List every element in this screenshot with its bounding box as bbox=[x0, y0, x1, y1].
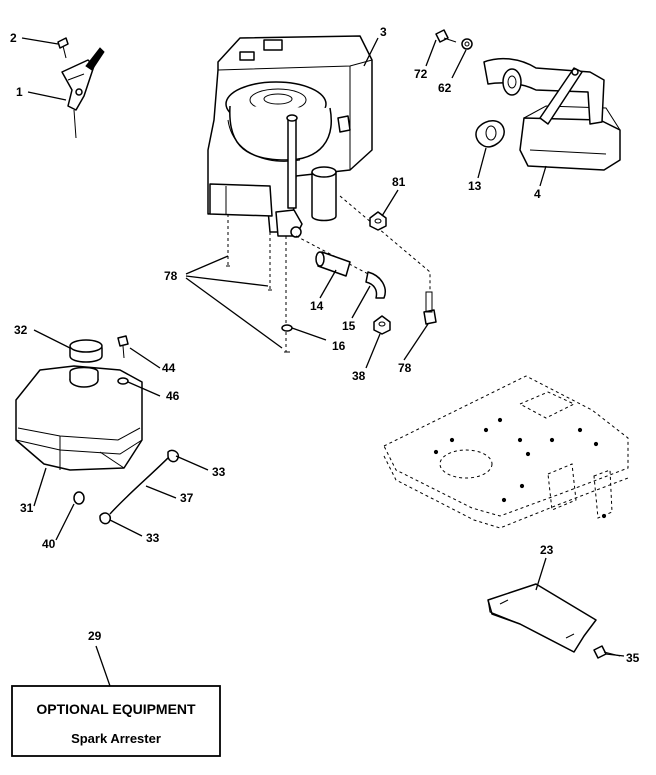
callout-2: 2 bbox=[10, 31, 17, 45]
engine-mounting-plate-part bbox=[383, 375, 629, 529]
callout-31: 31 bbox=[20, 501, 34, 515]
callout-62: 62 bbox=[438, 81, 452, 95]
muffler-part bbox=[483, 57, 621, 171]
bolt-78-part bbox=[423, 291, 437, 325]
callout-40: 40 bbox=[42, 537, 56, 551]
heat-shield-23-part bbox=[487, 583, 597, 653]
callout-44: 44 bbox=[162, 361, 176, 375]
callout-78-engine: 78 bbox=[164, 269, 178, 283]
callout-23: 23 bbox=[540, 543, 554, 557]
engine-part bbox=[207, 35, 373, 238]
fuel-line-37-part bbox=[109, 455, 171, 515]
callout-13: 13 bbox=[468, 179, 482, 193]
pipe-14-part bbox=[315, 251, 351, 277]
fuel-tank-part bbox=[15, 365, 143, 471]
fuel-cap-32-part bbox=[69, 339, 103, 363]
callout-46: 46 bbox=[166, 389, 180, 403]
callout-labels: 2 1 3 72 62 13 4 81 78 14 15 16 38 78 32… bbox=[10, 25, 640, 665]
callout-1: 1 bbox=[16, 85, 23, 99]
callout-78-bolt: 78 bbox=[398, 361, 412, 375]
screw-2-part bbox=[57, 37, 69, 59]
callout-4: 4 bbox=[534, 187, 541, 201]
callout-16: 16 bbox=[332, 339, 346, 353]
callout-33-top: 33 bbox=[212, 465, 226, 479]
callout-15: 15 bbox=[342, 319, 356, 333]
callout-37: 37 bbox=[180, 491, 194, 505]
washer-16-part bbox=[281, 324, 293, 332]
callout-81: 81 bbox=[392, 175, 406, 189]
washer-62-part bbox=[461, 38, 473, 50]
callout-3: 3 bbox=[380, 25, 387, 39]
bolt-72-part bbox=[435, 29, 457, 43]
callout-29: 29 bbox=[88, 629, 102, 643]
engine-mount-guideline bbox=[227, 195, 431, 352]
throttle-control-part bbox=[61, 47, 105, 139]
optional-equipment-box: OPTIONAL EQUIPMENT Spark Arrester bbox=[11, 685, 221, 757]
callout-14: 14 bbox=[310, 299, 324, 313]
callout-38: 38 bbox=[352, 369, 366, 383]
washer-46-part bbox=[117, 377, 129, 385]
callout-72: 72 bbox=[414, 67, 428, 81]
bolt-78-stud-part bbox=[226, 265, 290, 353]
leader-lines bbox=[21, 37, 625, 687]
elbow-15-part bbox=[365, 271, 386, 299]
nut-40-part bbox=[73, 491, 85, 505]
screw-35-part bbox=[593, 645, 621, 659]
gasket-13-part bbox=[475, 120, 505, 148]
nut-81-part bbox=[369, 211, 387, 231]
optional-equipment-title: OPTIONAL EQUIPMENT bbox=[36, 701, 196, 717]
screw-44-part bbox=[117, 335, 129, 359]
callout-32: 32 bbox=[14, 323, 28, 337]
callout-33-bottom: 33 bbox=[146, 531, 160, 545]
nut-38-part bbox=[373, 315, 391, 335]
callout-35: 35 bbox=[626, 651, 640, 665]
spark-arrester-label: Spark Arrester bbox=[71, 731, 161, 746]
